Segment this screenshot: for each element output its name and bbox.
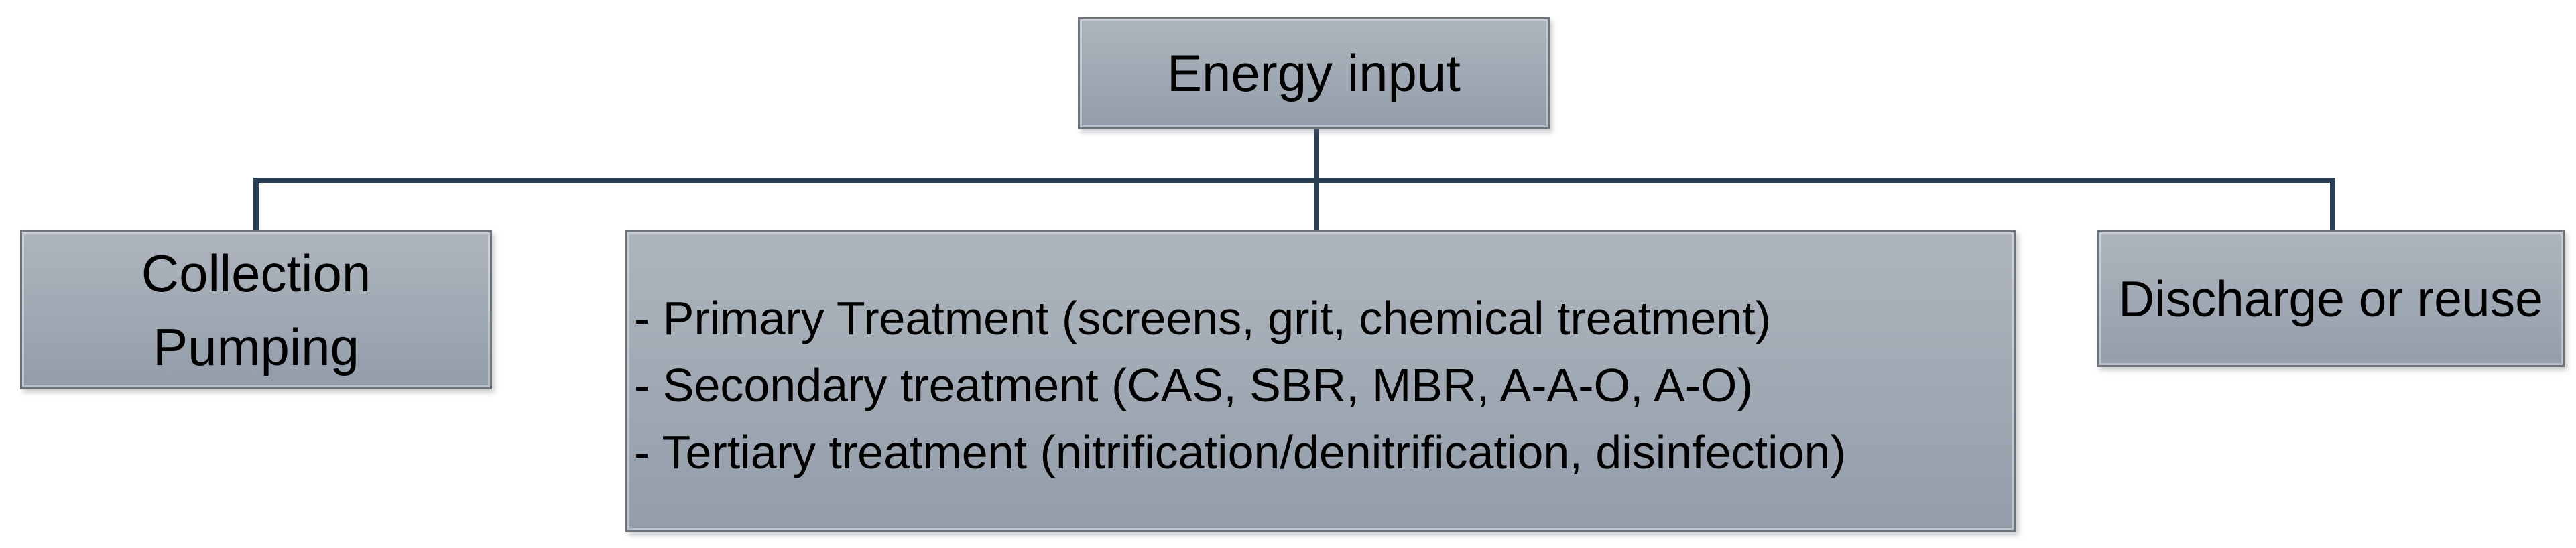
- secondary-treatment-label: - Secondary treatment (CAS, SBR, MBR, A-…: [634, 359, 1753, 411]
- collection-label: Collection: [141, 243, 371, 303]
- collection-pumping-box: Collection Pumping: [20, 230, 492, 389]
- discharge-reuse-label: Discharge or reuse: [2118, 271, 2543, 327]
- energy-input-label: Energy input: [1167, 44, 1461, 102]
- connector-horizontal-bar: [253, 178, 2335, 183]
- primary-treatment-label: - Primary Treatment (screens, grit, chem…: [634, 292, 1771, 344]
- discharge-reuse-box: Discharge or reuse: [2097, 230, 2565, 367]
- connector-drop-treatment: [1314, 129, 1319, 230]
- connector-drop-collection: [253, 178, 259, 230]
- pumping-label: Pumping: [153, 317, 359, 376]
- connector-drop-discharge: [2330, 178, 2335, 230]
- tertiary-treatment-label: - Tertiary treatment (nitrification/deni…: [634, 426, 1846, 478]
- treatment-stages-box: - Primary Treatment (screens, grit, chem…: [625, 230, 2016, 532]
- energy-input-box: Energy input: [1078, 17, 1550, 129]
